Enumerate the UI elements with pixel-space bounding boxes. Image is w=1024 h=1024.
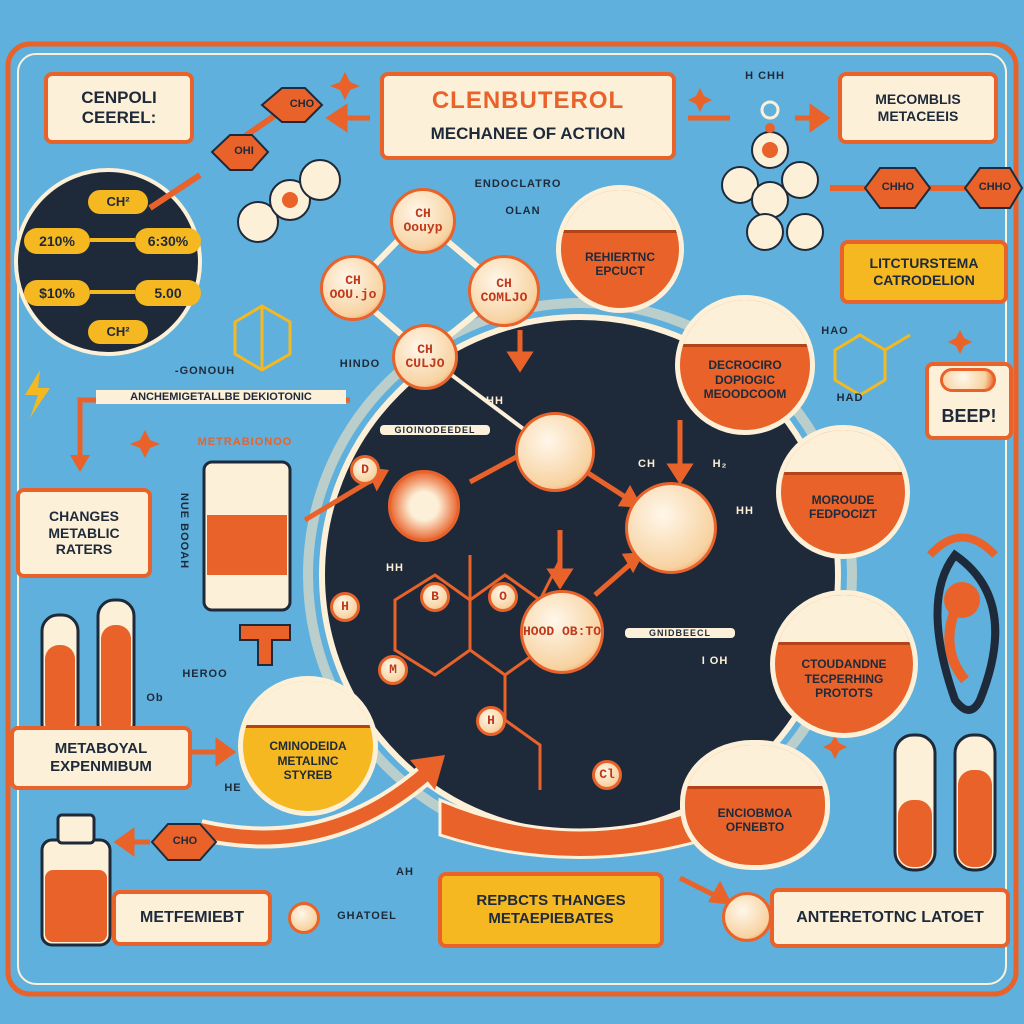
beep-label: BEEP! (941, 406, 997, 427)
right-box-yellow-text: LITCTURSTEMA CATRODELION (869, 255, 979, 288)
lower-chain-label: CHO (172, 835, 198, 847)
label-had: HAD (836, 392, 864, 404)
label-ch: CH (638, 458, 656, 470)
bubble-1-text: REHIERTNC EPCUCT (584, 249, 655, 278)
stat-value-3: 6:30% (135, 228, 201, 254)
bottom-box-reprects: REPBCTS THANGES METAEPIEBATES (438, 872, 664, 948)
stat-value-6: CH² (88, 320, 148, 344)
protein-cluster (388, 470, 460, 542)
bottom-box-metfemiebt-text: METFEMIEBT (140, 909, 244, 927)
label-hchh: H CHH (745, 70, 785, 82)
bottom-box-anteretotnc-text: ANTERETOTNC LATOET (796, 909, 984, 927)
bubble-2: DECROCIRO DOPIOGIC MEOODCOOM (675, 295, 815, 435)
label-metabolic-small: METRABIONOO (197, 436, 293, 448)
right-box-yellow: LITCTURSTEMA CATRODELION (840, 240, 1008, 304)
label-gonouh: -GONOUH (174, 365, 236, 377)
ring-atom-3: O (488, 582, 518, 612)
top-right-box: MECOMBLIS METACEEIS (838, 72, 998, 144)
label-side-vertical: NUE BOOAH (178, 492, 190, 570)
label-cell-2: GNIDBEECL (625, 628, 735, 638)
label-ioh: I OH (701, 655, 729, 667)
label-ah: AH (396, 866, 414, 878)
label-hh-2: HH (386, 562, 404, 574)
bubble-6: CMINODEIDA METALINC STYREB (238, 676, 378, 816)
label-ob: Ob (146, 692, 164, 704)
ring-atom-1: H (330, 592, 360, 622)
ring-atom-4: M (378, 655, 408, 685)
bubble-4-text: CTOUDANDNE TECPERHING PROTOTS (801, 657, 887, 701)
stat-value-5: 5.00 (135, 280, 201, 306)
sphere-5: HOOD OB:TO (520, 590, 604, 674)
left-box-changes: CHANGES METABLIC RATERS (16, 488, 152, 578)
small-ball (288, 902, 320, 934)
bottom-box-anteretotnc: ANTERETOTNC LATOET (770, 888, 1010, 948)
sphere-3: CH COMLJO (468, 255, 540, 327)
ring-atom-6: Cl (592, 760, 622, 790)
receptor-sphere-2 (625, 482, 717, 574)
chain-molecule-label: CHO (289, 98, 315, 110)
label-hh-1: HH (486, 395, 504, 407)
ring-atom-5: H (476, 706, 506, 736)
arrow-label: ANCHEMIGETALLBE DEKIOTONIC (96, 390, 346, 404)
label-olan: OLAN (505, 205, 541, 217)
title-main: CLENBUTEROL (431, 87, 625, 115)
ring-atom-2: B (420, 582, 450, 612)
bubble-5: ENCIOBMOA OFNEBTO (680, 740, 830, 870)
stat-value-1: CH² (88, 190, 148, 214)
label-heroo: HEROO (182, 668, 228, 680)
bubble-6-text: CMINODEIDA METALINC STYREB (269, 739, 347, 783)
label-cell-1: GIOINODEEDEL (380, 425, 490, 435)
label-hindo: HINDO (339, 358, 381, 370)
title-sub: MECHANEE OF ACTION (430, 124, 626, 144)
bubble-2-text: DECROCIRO DOPIOGIC MEOODCOOM (703, 358, 787, 402)
label-endocrine: ENDOCLATRO (474, 178, 562, 190)
label-ghatoel: GHATOEL (337, 910, 397, 922)
label-hao: HAO (821, 325, 849, 337)
top-left-box: CENPOLI CEEREL: (44, 72, 194, 144)
label-h2: H₂ (712, 458, 728, 470)
left-box-changes-text: CHANGES METABLIC RATERS (48, 507, 120, 558)
stats-dark-circle (14, 168, 202, 356)
sphere-1: CH Oouyp (390, 188, 456, 254)
bubble-3-text: MOROUDE FEDPOCIZT (809, 492, 877, 521)
left-box-metaboyal-text: METABOYAL EXPENMIBUM (50, 740, 152, 775)
bubble-3: MOROUDE FEDPOCIZT (776, 425, 910, 559)
label-hh-3: HH (736, 505, 754, 517)
stat-value-4: $10% (24, 280, 90, 306)
beep-capsule (940, 368, 996, 392)
sphere-4: CH CULJO (392, 324, 458, 390)
top-left-box-text: CENPOLI CEEREL: (81, 87, 157, 127)
right-chain-label-2: CHHO (978, 181, 1012, 193)
label-he: HE (224, 782, 242, 794)
bubble-4: CTOUDANDNE TECPERHING PROTOTS (770, 590, 918, 738)
bottom-box-metfemiebt: METFEMIEBT (112, 890, 272, 946)
chain-small-label: OHI (234, 145, 254, 157)
sphere-2: CH OOU.jo (320, 255, 386, 321)
right-chain-label-1: CHHO (881, 181, 915, 193)
bottom-box-reprects-text: REPBCTS THANGES METAEPIEBATES (476, 892, 626, 927)
receptor-sphere-1 (515, 412, 595, 492)
bubble-1: REHIERTNC EPCUCT (556, 185, 684, 313)
anteretotnc-ball (722, 892, 772, 942)
title-box: CLENBUTEROL MECHANEE OF ACTION (380, 72, 676, 160)
stat-value-2: 210% (24, 228, 90, 254)
left-box-metaboyal: METABOYAL EXPENMIBUM (10, 726, 192, 790)
ring-atom-7: D (350, 455, 380, 485)
bubble-5-text: ENCIOBMOA OFNEBTO (717, 805, 793, 834)
top-right-box-text: MECOMBLIS METACEEIS (875, 91, 961, 124)
